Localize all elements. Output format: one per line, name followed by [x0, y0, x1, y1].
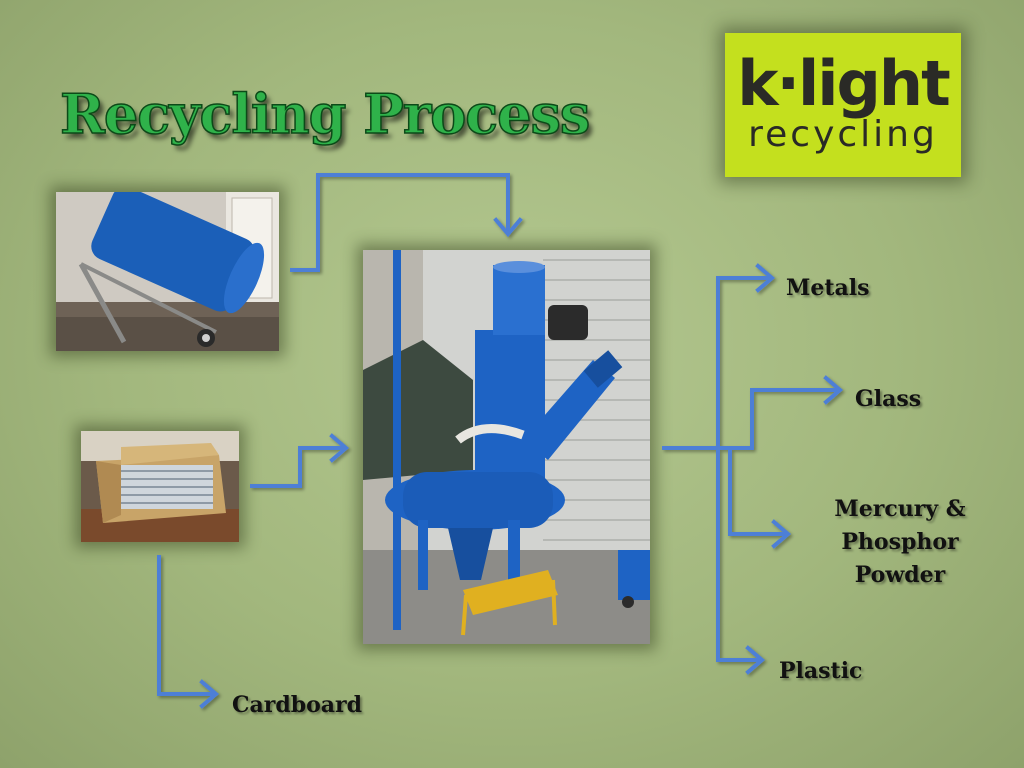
label-metals: Metals: [786, 275, 870, 301]
label-plastic: Plastic: [779, 658, 863, 684]
label-mercury-line-2: Phosphor: [841, 529, 959, 555]
page-title: Recycling Process: [59, 81, 591, 147]
recycling-machine-photo: [363, 250, 650, 644]
label-glass: Glass: [855, 386, 922, 412]
arrow-to-metals: [716, 263, 776, 450]
arrow-box-to-cardboard: [157, 555, 220, 709]
klight-recycling-logo: k·light recycling: [725, 33, 961, 177]
arrow-to-glass: [750, 375, 844, 450]
arrow-to-mercury-phosphor: [728, 446, 792, 549]
logo-subtitle-text: recycling: [748, 114, 938, 155]
logo-brand-text: k·light: [737, 47, 950, 120]
drum-on-hand-truck-photo: [56, 192, 279, 351]
arrow-drum-to-machine: [290, 173, 523, 272]
label-mercury-line-1: Mercury &: [834, 496, 966, 522]
arrow-box-to-machine: [250, 433, 350, 488]
arrow-to-plastic: [716, 446, 766, 675]
label-mercury-phosphor-powder: Mercury & Phosphor Powder: [812, 493, 988, 592]
label-cardboard: Cardboard: [232, 692, 363, 718]
lamps-in-box-photo: [81, 431, 239, 542]
label-mercury-line-3: Powder: [854, 562, 946, 588]
